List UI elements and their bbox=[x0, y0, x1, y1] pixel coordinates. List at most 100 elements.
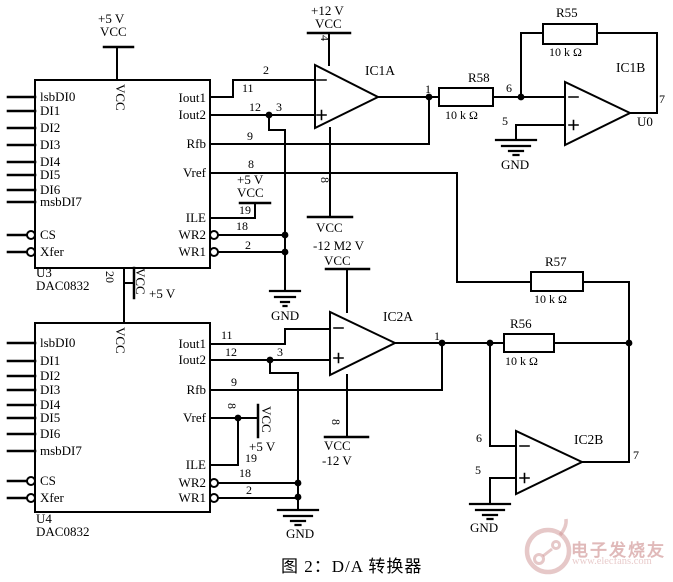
r56-value: 10 k Ω bbox=[505, 354, 538, 368]
u4-pin-vref: Vref bbox=[182, 410, 206, 425]
u3-top-voltage: +5 V bbox=[98, 11, 125, 26]
ic1b-noninv-pin-number: 5 bbox=[502, 114, 508, 128]
ic2a-neg-supply-pin: 8 bbox=[329, 419, 343, 425]
u4-refdes: U4 bbox=[36, 511, 52, 526]
ic2a-output-pin-number: 1 bbox=[434, 329, 440, 343]
ic1b-name: IC1B bbox=[616, 60, 646, 75]
u4-pin-rfb: Rfb bbox=[186, 382, 207, 397]
u4-pin-di2: DI2 bbox=[40, 368, 61, 383]
ic1b-feedback-return-wire bbox=[596, 32, 658, 114]
ic1b-gnd-label: GND bbox=[501, 157, 530, 172]
ic2a-supply-rail: VCC bbox=[324, 253, 351, 268]
u4-vref-voltage: +5 V bbox=[249, 439, 276, 454]
ic1b-input-polarity-marks bbox=[568, 96, 579, 131]
u4-pin-di6: DI6 bbox=[40, 426, 61, 441]
u3-refdes: U3 bbox=[36, 265, 52, 280]
r57-output-column-wire bbox=[582, 281, 630, 463]
ic1a-supply-rail: VCC bbox=[315, 16, 342, 31]
u4-pin-wr1: WR1 bbox=[178, 490, 206, 505]
u4-wr2-pin-number: 18 bbox=[239, 466, 251, 480]
u4-pin-iout1: Iout1 bbox=[178, 336, 206, 351]
u4-rfb-feedback-wire bbox=[209, 342, 443, 391]
ic2b-opamp-triangle bbox=[515, 429, 585, 496]
ic2a-neg-supply-voltage: -12 V bbox=[322, 453, 352, 468]
ic1b-output-pin-number: 7 bbox=[659, 92, 665, 106]
u3-pin-di3: DI3 bbox=[40, 137, 61, 152]
u3-iout2-pin-number: 12 bbox=[249, 100, 261, 114]
resistor-r58 bbox=[438, 87, 494, 107]
u3-ile-rail: VCC bbox=[237, 185, 264, 200]
ic1a-neg-supply-pin: 8 bbox=[318, 177, 332, 183]
u4-left-pin-stubs bbox=[6, 341, 37, 500]
r57-value: 10 k Ω bbox=[534, 292, 567, 306]
u4-pin-di3: DI3 bbox=[40, 382, 61, 397]
resistor-r57 bbox=[530, 271, 584, 292]
u3-ile-wire bbox=[209, 202, 256, 219]
ground-icon-u4 bbox=[276, 508, 320, 527]
u3-iout2-gnd-branch bbox=[268, 114, 286, 292]
ic1b-inv-pin-number: 6 bbox=[506, 81, 512, 95]
u3-gnd-label: GND bbox=[271, 308, 300, 323]
ic2b-output-pin-number: 7 bbox=[633, 448, 639, 462]
junction-dots bbox=[234, 93, 633, 501]
u3-pin-di1: DI1 bbox=[40, 103, 61, 118]
u3-vref-pin-number: 8 bbox=[248, 157, 254, 171]
u4-vref-pin-number: 8 bbox=[225, 403, 239, 409]
u4-pin-wr2: WR2 bbox=[178, 475, 206, 490]
u4-vref-rail: VCC bbox=[259, 406, 274, 433]
u3-ile-pin-number: 19 bbox=[239, 203, 251, 217]
ic1a-noninv-pin-number: 3 bbox=[276, 100, 282, 114]
u3-rfb-feedback-wire bbox=[209, 96, 430, 145]
u3-pin-iout2: Iout2 bbox=[178, 107, 206, 122]
u4-rfb-pin-number: 9 bbox=[231, 375, 237, 389]
ic1a-input-polarity-marks bbox=[316, 79, 327, 121]
u4-pin-iout2: Iout2 bbox=[178, 352, 206, 367]
ic2b-noninv-gnd-wire bbox=[489, 477, 517, 505]
ic1a-inv-pin-number: 2 bbox=[263, 63, 269, 77]
u4-iout2-pin-number: 12 bbox=[225, 345, 237, 359]
ic2a-noninv-pin-number: 3 bbox=[277, 345, 283, 359]
u3-pin-di6: DI6 bbox=[40, 182, 61, 197]
ic1a-supply-voltage: +12 V bbox=[311, 3, 344, 18]
elecfans-logo-icon bbox=[524, 518, 572, 575]
ground-icon-ic2b bbox=[468, 502, 512, 521]
u4-pin-ile: ILE bbox=[185, 457, 206, 472]
u3-wr-wires bbox=[217, 234, 286, 253]
u3-pin-vref: Vref bbox=[182, 165, 206, 180]
u4-pin-di4: DI4 bbox=[40, 397, 61, 412]
u3-pin-wr1: WR1 bbox=[178, 244, 206, 259]
ic2b-input-polarity-marks bbox=[519, 445, 530, 484]
u3-pin-rfb: Rfb bbox=[186, 136, 207, 151]
ic2a-opamp-triangle bbox=[329, 310, 398, 377]
u3-pin-iout1: Iout1 bbox=[178, 90, 206, 105]
u4-pin-di5: DI5 bbox=[40, 410, 61, 425]
u3-pin20-number: 20 bbox=[103, 271, 117, 283]
ground-icon-ic1b bbox=[494, 138, 538, 157]
r57-name: R57 bbox=[545, 254, 567, 269]
watermark-url: www.elecfans.com bbox=[572, 556, 652, 567]
ic1b-feedback-up-wire bbox=[520, 32, 544, 98]
ic1a-pos-supply-pin: 4 bbox=[318, 35, 332, 41]
u4-vref-ile-wires bbox=[209, 417, 259, 466]
ic2b-gnd-label: GND bbox=[470, 520, 499, 535]
ic2b-name: IC2B bbox=[574, 432, 604, 447]
u4-wr-wires bbox=[217, 482, 299, 499]
ic1b-opamp-triangle bbox=[564, 80, 633, 147]
u4-iout1-pin-number: 11 bbox=[221, 328, 233, 342]
r56-name: R56 bbox=[510, 316, 532, 331]
u3-part-number: DAC0832 bbox=[36, 278, 90, 293]
watermark-brand: 电子发烧友 bbox=[571, 541, 666, 560]
u4-internal-vcc-label: VCC bbox=[113, 327, 128, 354]
ic2b-noninv-pin-number: 5 bbox=[475, 463, 481, 477]
u3-pin-wr2: WR2 bbox=[178, 227, 206, 242]
ic1a-opamp-triangle bbox=[314, 63, 381, 130]
u4-pin-xfer: Xfer bbox=[40, 490, 64, 505]
u3-iout1-wire bbox=[209, 79, 316, 98]
interchip-vcc-wire bbox=[123, 267, 135, 324]
u4-iout1-wire bbox=[209, 328, 331, 345]
ic1b-output-net: U0 bbox=[637, 114, 653, 129]
ic2a-supply-voltage: -12 M2 V bbox=[313, 238, 365, 253]
u3-pin-lsbdi0: lsbDI0 bbox=[40, 89, 76, 104]
u3-iout1-pin-number: 11 bbox=[242, 81, 254, 95]
